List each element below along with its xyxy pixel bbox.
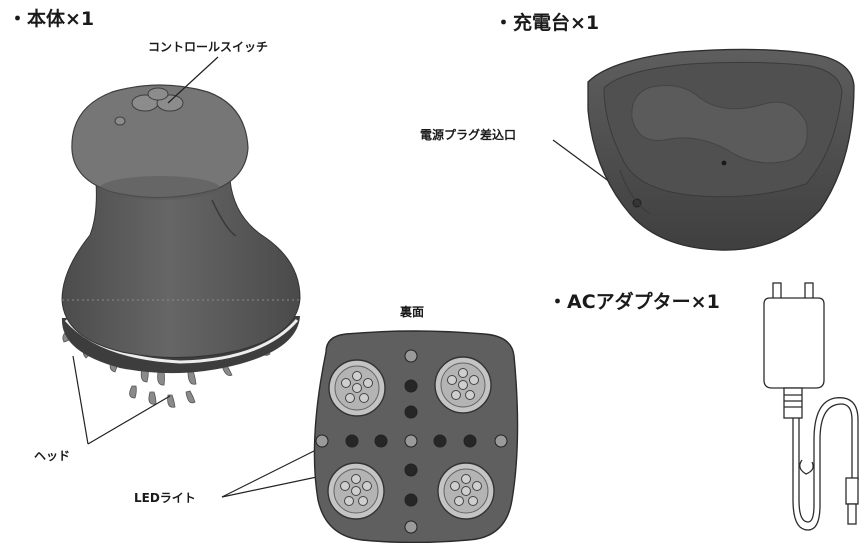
led-dot: [404, 463, 418, 477]
back-side-label: 裏面: [400, 305, 425, 319]
control-switch: [114, 87, 184, 126]
control-switch-line: [167, 56, 219, 104]
charging-stand: [587, 48, 855, 251]
section-ac-adapter: ・ACアダプター×1: [548, 291, 720, 313]
led-line-1: [221, 447, 321, 498]
head-label: ヘッド: [34, 449, 71, 463]
massage-node: [437, 462, 495, 520]
main-device: [61, 84, 301, 408]
led-dot: [404, 520, 418, 534]
led-dot: [404, 349, 418, 363]
head-line-2: [87, 395, 171, 445]
led-dot: [404, 379, 418, 393]
massage-node: [328, 359, 386, 417]
led-dot: [374, 434, 388, 448]
control-switch-label: コントロールスイッチ: [148, 40, 269, 54]
led-dot: [433, 434, 447, 448]
massage-node: [327, 462, 385, 520]
massage-node: [434, 356, 492, 414]
led-dot: [315, 434, 329, 448]
power-plug-port-label: 電源プラグ差込口: [420, 128, 517, 142]
section-charging-stand: ・充電台×1: [494, 12, 600, 34]
led-dot: [404, 434, 418, 448]
head-line-1: [72, 355, 89, 445]
led-dot: [494, 434, 508, 448]
led-light-label: LEDライト: [134, 491, 196, 505]
section-main-unit: ・本体×1: [8, 8, 95, 30]
led-dot: [345, 434, 359, 448]
led-dot: [463, 434, 477, 448]
ac-adapter: [763, 282, 859, 531]
back-side-view: [313, 330, 519, 543]
led-dot: [404, 405, 418, 419]
led-dot: [404, 493, 418, 507]
